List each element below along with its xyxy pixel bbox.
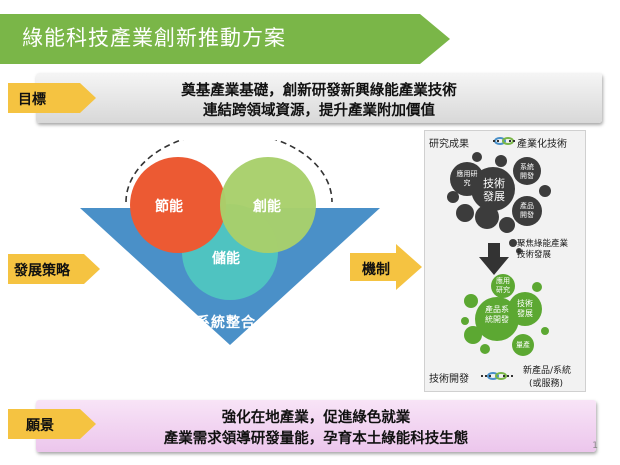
down-arrow bbox=[479, 243, 509, 275]
strategy-label-arrow bbox=[8, 254, 100, 284]
goal-line-1: 奠基產業基礎，創新研發新興綠能產業技術 bbox=[181, 83, 457, 99]
mechanism-graphics bbox=[447, 137, 551, 380]
vision-bar: 強化在地產業，促進綠色就業 產業需求領導研發量能，孕育本土綠能科技生態 bbox=[36, 400, 596, 452]
mechanism-panel: 研究成果 產業化技術 bbox=[424, 130, 586, 392]
product-system-dev-bottom: 產品系統開發 bbox=[485, 305, 509, 324]
create-energy-label: 創能 bbox=[253, 199, 281, 215]
page-number: 1 bbox=[592, 441, 598, 451]
system-dev-top: 系統開發 bbox=[520, 163, 534, 180]
research-results-text: 研究成果 bbox=[429, 139, 469, 150]
vision-label: 願景 bbox=[26, 418, 54, 434]
page-title: 綠能科技產業創新推動方案 bbox=[22, 26, 286, 50]
system-integration-label: 系統整合 bbox=[196, 315, 256, 331]
save-energy-circle bbox=[130, 157, 226, 253]
title-banner bbox=[0, 14, 450, 64]
applied-research-top: 應用研究 bbox=[456, 170, 478, 187]
vision-label-arrow bbox=[8, 409, 96, 439]
industrial-tech-text: 產業化技術 bbox=[517, 139, 567, 150]
or-service-text: (或服務) bbox=[529, 379, 564, 389]
applied-research-bottom: 應用研究 bbox=[496, 277, 510, 294]
strategy-label: 發展策略 bbox=[14, 263, 70, 279]
link-icon-bottom bbox=[487, 372, 507, 380]
create-energy-circle bbox=[220, 157, 316, 253]
mechanism-arrow bbox=[350, 244, 422, 290]
focus-note: 聚焦綠能產業技術發展 bbox=[517, 239, 569, 260]
goal-label: 目標 bbox=[18, 92, 46, 108]
mechanism-label: 機制 bbox=[362, 262, 390, 278]
goal-label-arrow bbox=[8, 83, 96, 113]
tech-dev-top: 技術發展 bbox=[483, 177, 505, 203]
save-energy-label: 節能 bbox=[155, 199, 183, 215]
dashed-arc bbox=[125, 140, 333, 203]
new-product-text: 新產品/系統 bbox=[523, 366, 572, 376]
vision-line-2: 產業需求領導研發量能，孕育本土綠能科技生態 bbox=[163, 431, 469, 447]
goal-line-2: 連結跨領域資源，提升產業附加價值 bbox=[203, 103, 435, 119]
goal-bar: 奠基產業基礎，創新研發新興綠能產業技術 連結跨領域資源，提升產業附加價值 bbox=[36, 73, 602, 123]
tech-development-text: 技術開發 bbox=[429, 374, 469, 385]
mass-production-bottom: 量產 bbox=[516, 341, 530, 349]
vision-line-1: 強化在地產業，促進綠色就業 bbox=[221, 410, 411, 426]
tech-dev-bottom: 技術發展 bbox=[517, 299, 533, 318]
strategy-diagram bbox=[80, 140, 380, 345]
product-dev-top: 產品開發 bbox=[520, 202, 534, 219]
store-energy-label: 儲能 bbox=[212, 251, 240, 267]
